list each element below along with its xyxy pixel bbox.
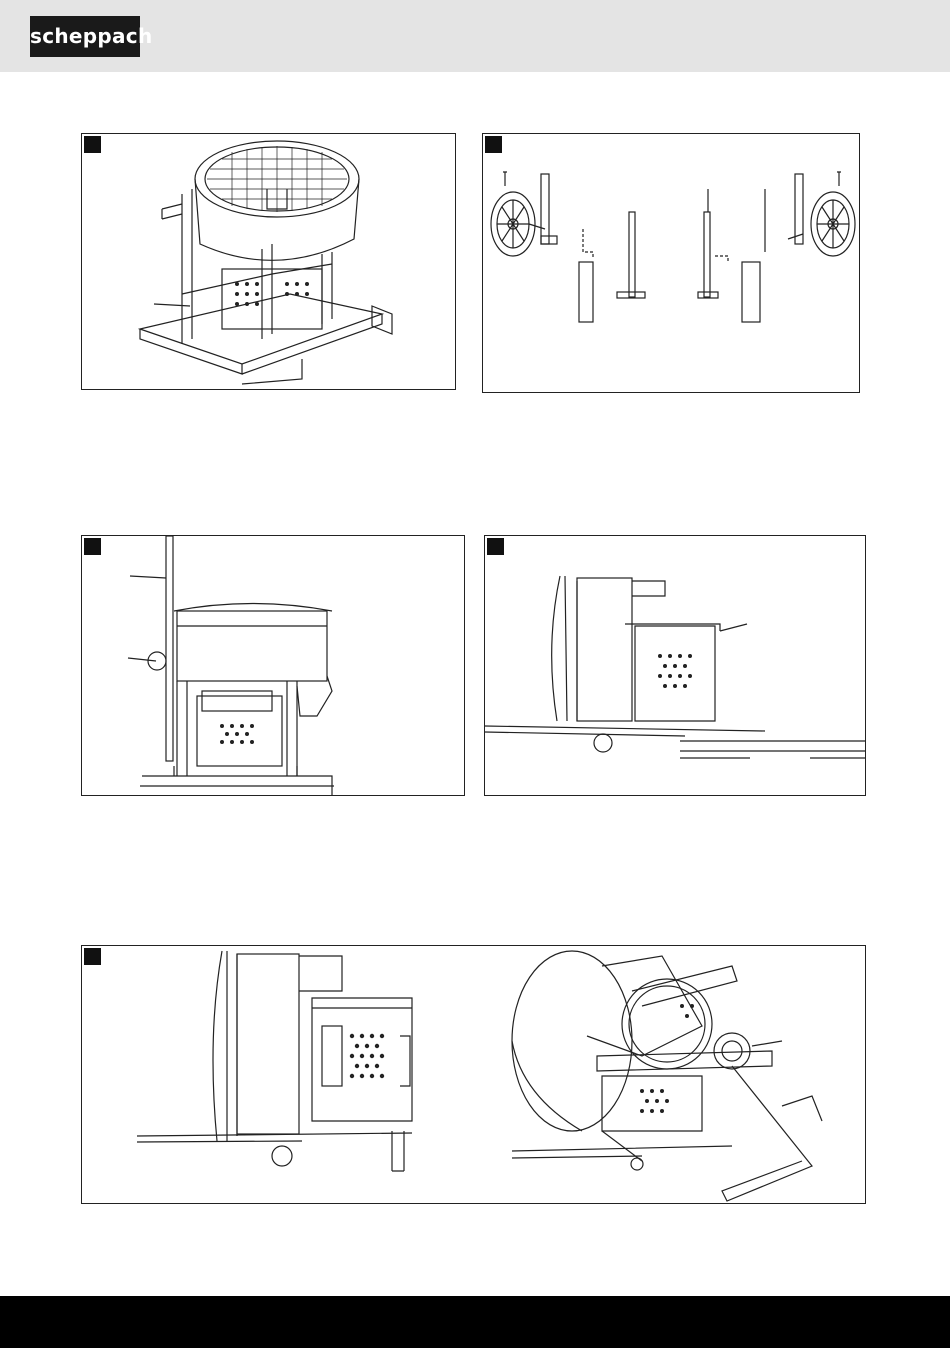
mixer-on-pallet-drawing [82, 134, 457, 391]
figure-3 [81, 535, 465, 796]
mixer-side-view-drawing [82, 536, 466, 797]
figure-1 [81, 133, 456, 390]
brand-logo: scheppach [30, 16, 140, 57]
wheel-assembly-drawing [483, 134, 861, 394]
mixer-tilted-drawing [485, 536, 867, 797]
page-footer [0, 1296, 950, 1348]
figure-5 [81, 945, 866, 1204]
page-header: scheppach [0, 0, 950, 72]
figure-4 [484, 535, 866, 796]
figure-2 [482, 133, 860, 393]
mixer-lowered-drawing [82, 946, 867, 1205]
